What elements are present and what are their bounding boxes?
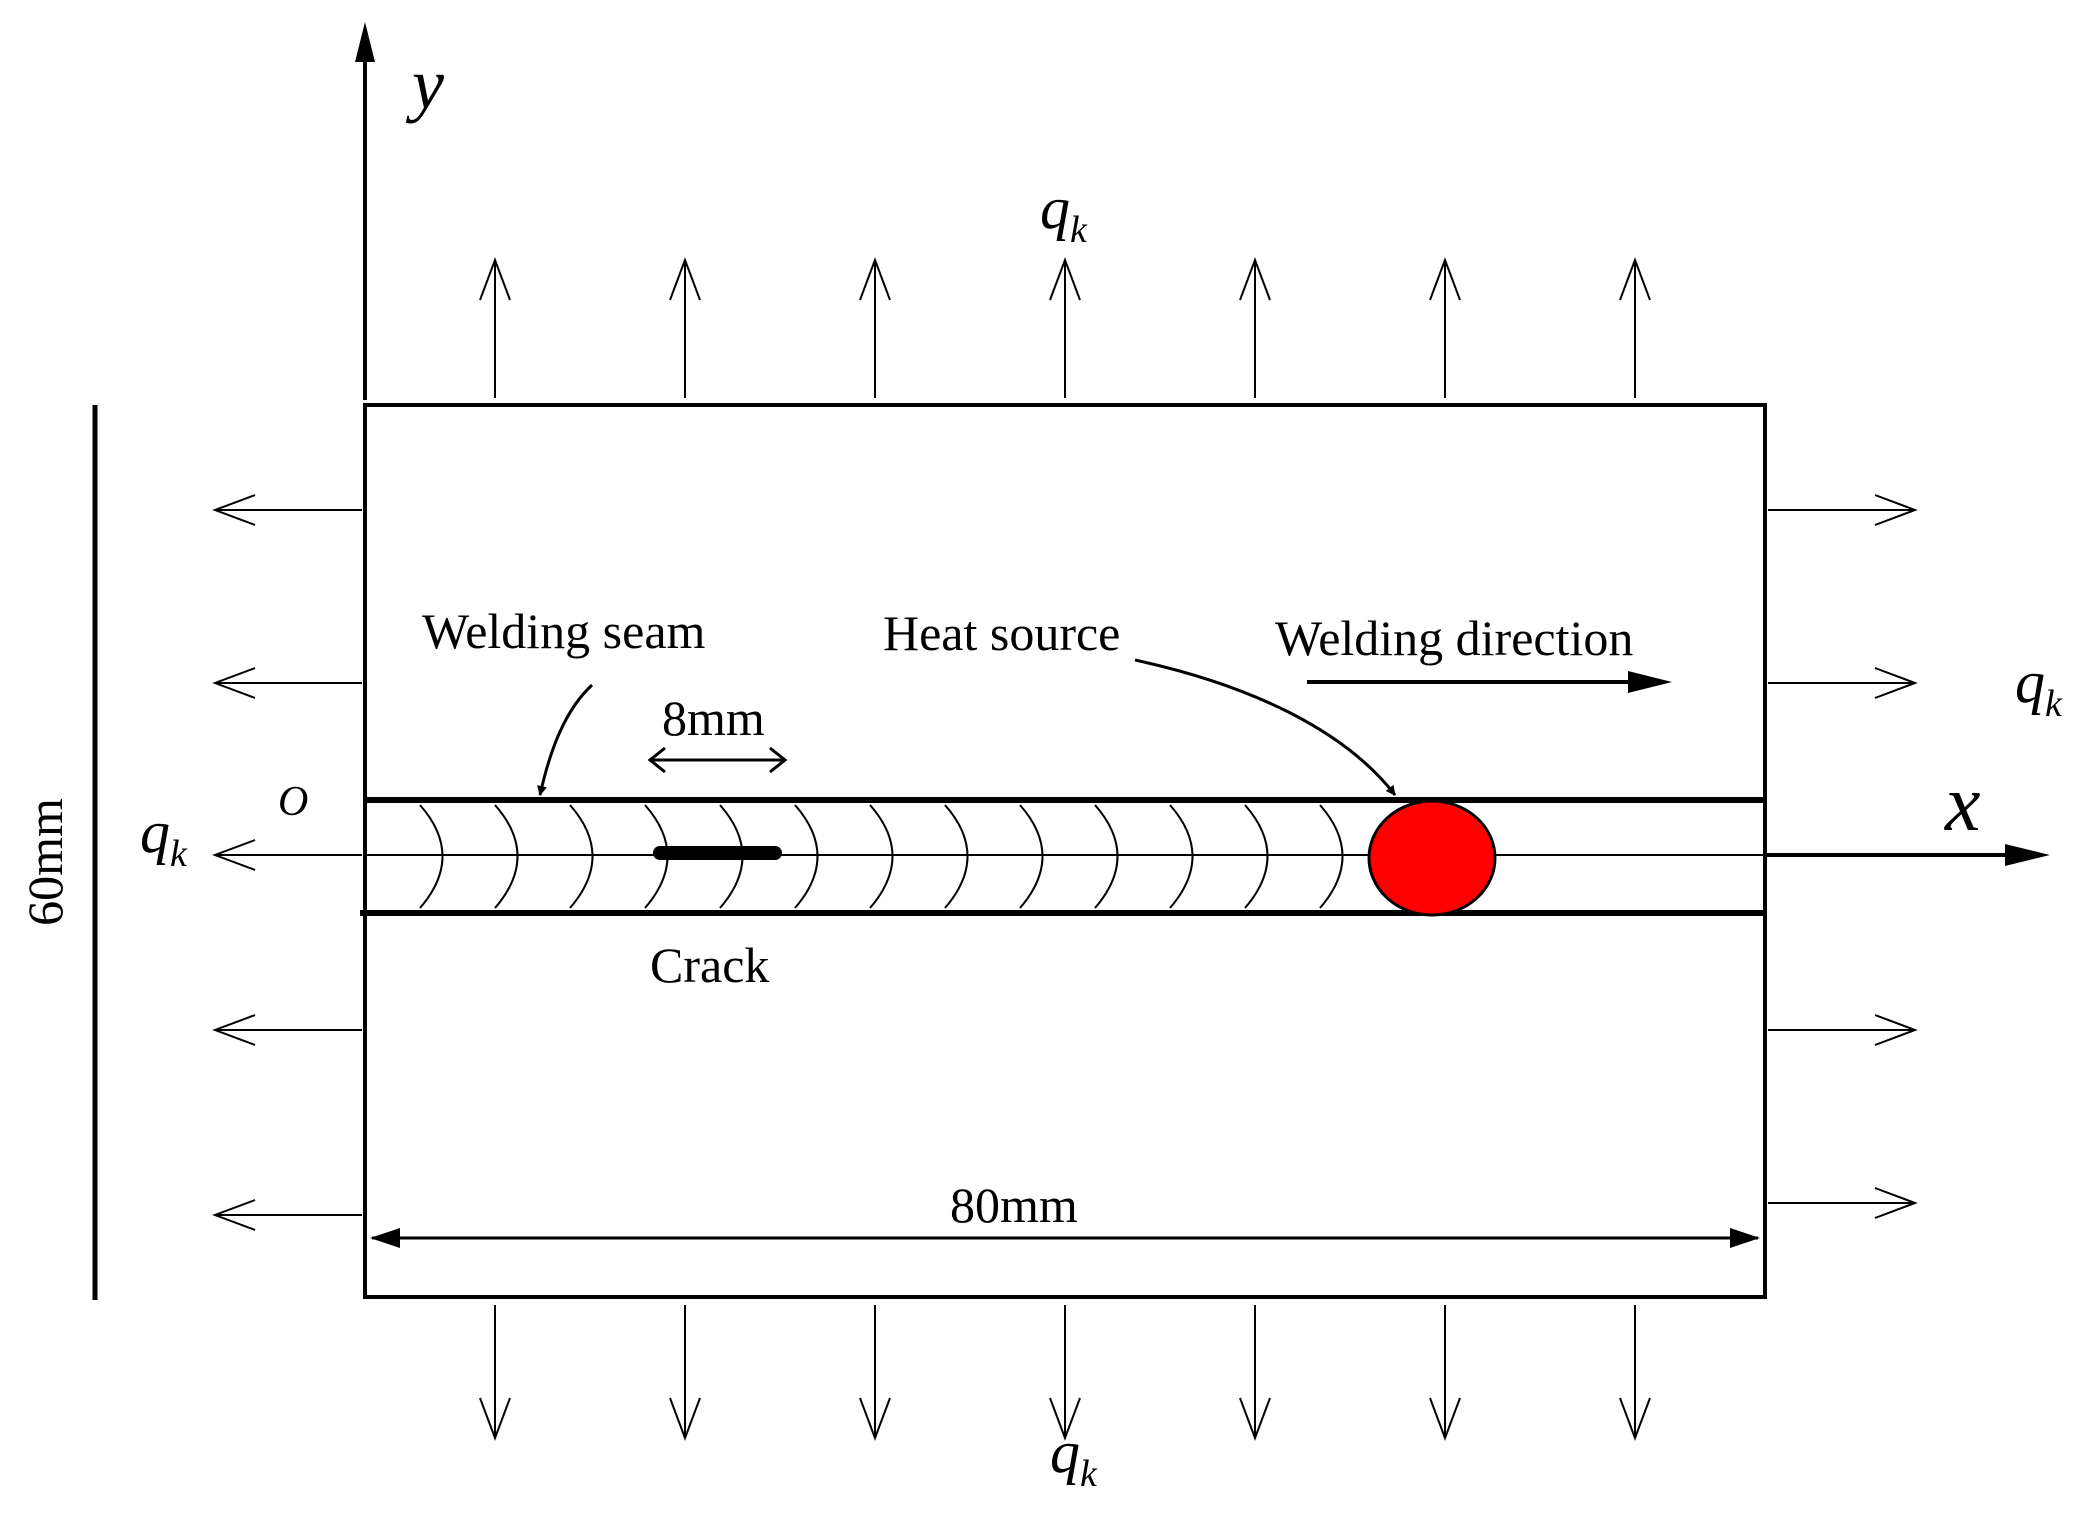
heat-source: [1367, 799, 1497, 917]
welding-seam-label: Welding seam: [422, 603, 706, 659]
x-axis: [1765, 844, 2050, 866]
welding-seam-leader: [537, 683, 594, 796]
heat-flux-label-bottom-sub: k: [1080, 1453, 1098, 1495]
heat-flux-label-right-sub: k: [2045, 683, 2063, 725]
y-axis-label: y: [405, 44, 444, 124]
crack-length-dimension: [647, 746, 788, 774]
crack-length-label: 8mm: [662, 690, 765, 746]
width-dimension-label: 80mm: [950, 1177, 1078, 1233]
welding-direction-arrow: [1307, 671, 1672, 693]
weld-ripples: [419, 804, 1344, 909]
heat-flux-arrows-right: [1768, 494, 1918, 1219]
heat-flux-label-top: qk: [1040, 175, 1088, 251]
welding-seam: [360, 797, 1765, 916]
welding-direction-label: Welding direction: [1275, 610, 1633, 666]
crack-label: Crack: [650, 937, 769, 993]
heat-flux-arrows-bottom: [479, 1305, 1651, 1441]
heat-flux-label-bottom-main: q: [1050, 1419, 1080, 1485]
plate-outline: [363, 403, 1767, 1299]
origin-label: O: [278, 779, 308, 825]
x-axis-label: x: [1944, 760, 1981, 848]
heat-flux-label-top-sub: k: [1070, 209, 1088, 251]
heat-flux-arrows-top: [479, 257, 1651, 398]
heat-flux-label-left-sub: k: [170, 833, 188, 875]
heat-flux-label-right-main: q: [2015, 649, 2045, 715]
heat-flux-arrows-left: [212, 494, 362, 1231]
heat-flux-label-left: qk: [140, 799, 188, 875]
width-dimension: [370, 1228, 1760, 1248]
heat-flux-label-top-main: q: [1040, 175, 1070, 241]
heat-source-leader: [1134, 658, 1397, 796]
heat-flux-label-right: qk: [2015, 649, 2063, 725]
heat-source-label: Heat source: [883, 605, 1120, 661]
heat-flux-label-bottom: qk: [1050, 1419, 1098, 1495]
heat-flux-label-left-main: q: [140, 799, 170, 865]
height-dimension-label: 60mm: [17, 798, 73, 926]
y-axis: [355, 22, 375, 400]
